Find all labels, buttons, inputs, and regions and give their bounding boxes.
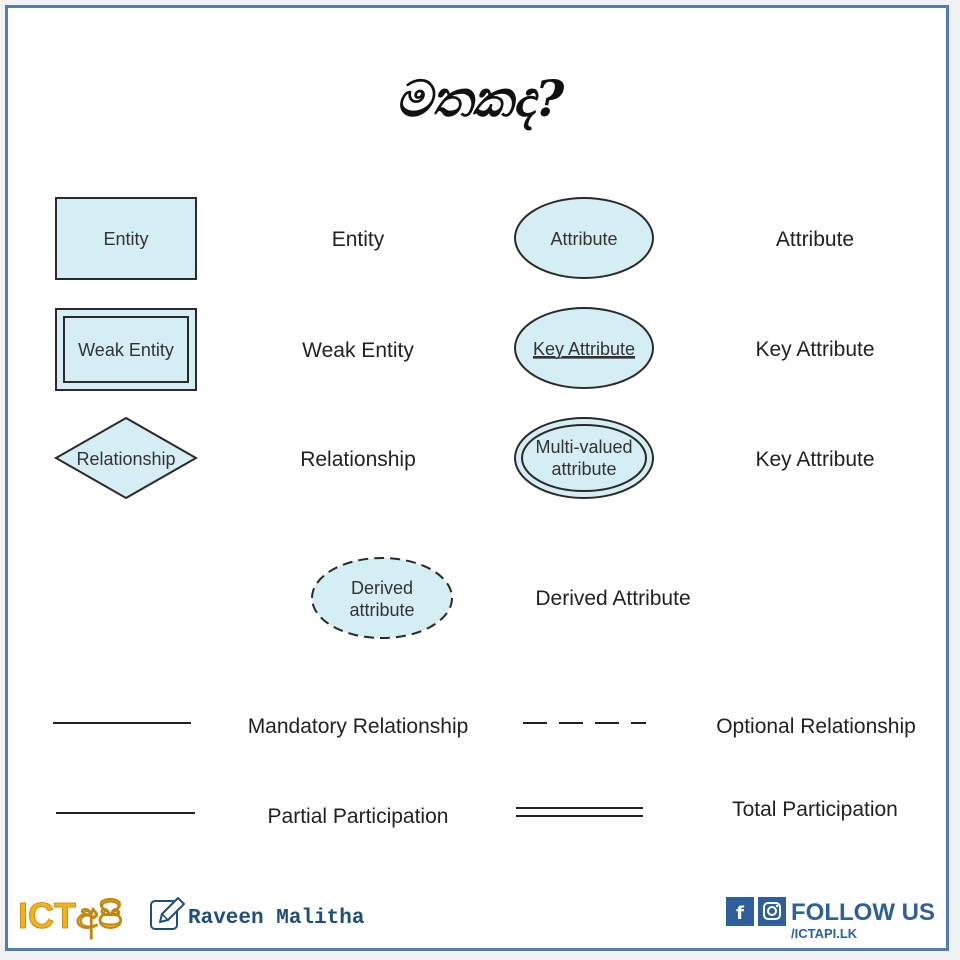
- multi-valued-attribute-symbol: Multi-valued attribute: [514, 417, 654, 499]
- entity-shape-text: Entity: [103, 229, 148, 249]
- multi-valued-outer-ellipse: [514, 417, 654, 499]
- svg-text:f: f: [736, 903, 744, 924]
- weak-entity-symbol: Weak Entity: [55, 308, 197, 391]
- entity-symbol: Entity: [55, 197, 197, 280]
- multi-valued-shape-text-1: Multi-valued: [535, 437, 632, 457]
- follow-us-text: FOLLOW US: [791, 899, 935, 926]
- attribute-shape-text: Attribute: [550, 229, 617, 249]
- relationship-shape-text: Relationship: [76, 449, 175, 469]
- multi-valued-label: Key Attribute: [755, 448, 874, 471]
- weak-entity-outer-rect: [55, 308, 197, 391]
- relationship-symbol: Relationship: [53, 416, 199, 500]
- author-name: Raveen Malitha: [188, 907, 365, 930]
- key-attribute-symbol: Key Attribute: [514, 307, 654, 389]
- entity-label: Entity: [332, 228, 385, 251]
- facebook-icon[interactable]: f: [726, 897, 754, 926]
- weak-entity-shape-text: Weak Entity: [78, 340, 174, 360]
- brand-logo: ICTඅපි: [18, 895, 123, 940]
- key-attribute-ellipse: [514, 307, 654, 389]
- multi-valued-inner-ellipse: [521, 424, 647, 492]
- weak-entity-label: Weak Entity: [302, 339, 414, 362]
- relationship-label: Relationship: [300, 448, 416, 471]
- attribute-label: Attribute: [776, 228, 854, 251]
- attribute-symbol: Attribute: [514, 197, 654, 279]
- derived-attribute-symbol: Derived attribute: [311, 557, 453, 639]
- total-participation-label: Total Participation: [732, 798, 898, 821]
- derived-shape-text-2: attribute: [349, 600, 414, 620]
- derived-attribute-ellipse: [311, 557, 453, 639]
- instagram-icon[interactable]: [758, 897, 786, 926]
- social-handle: /ICTAPI.LK: [791, 926, 858, 941]
- attribute-ellipse: [514, 197, 654, 279]
- weak-entity-inner-rect: [63, 316, 189, 383]
- pencil-icon: [150, 897, 185, 930]
- key-attribute-label: Key Attribute: [755, 338, 874, 361]
- key-attribute-shape-text: Key Attribute: [533, 339, 635, 359]
- partial-participation-label: Partial Participation: [268, 805, 449, 828]
- page-title: මතකද?: [396, 69, 565, 131]
- multi-valued-shape-text-2: attribute: [551, 459, 616, 479]
- entity-rect: [55, 197, 197, 280]
- mandatory-relationship-label: Mandatory Relationship: [248, 715, 469, 738]
- relationship-diamond: [53, 416, 199, 500]
- derived-label: Derived Attribute: [535, 587, 690, 610]
- derived-shape-text-1: Derived: [351, 578, 413, 598]
- optional-relationship-label: Optional Relationship: [716, 715, 916, 738]
